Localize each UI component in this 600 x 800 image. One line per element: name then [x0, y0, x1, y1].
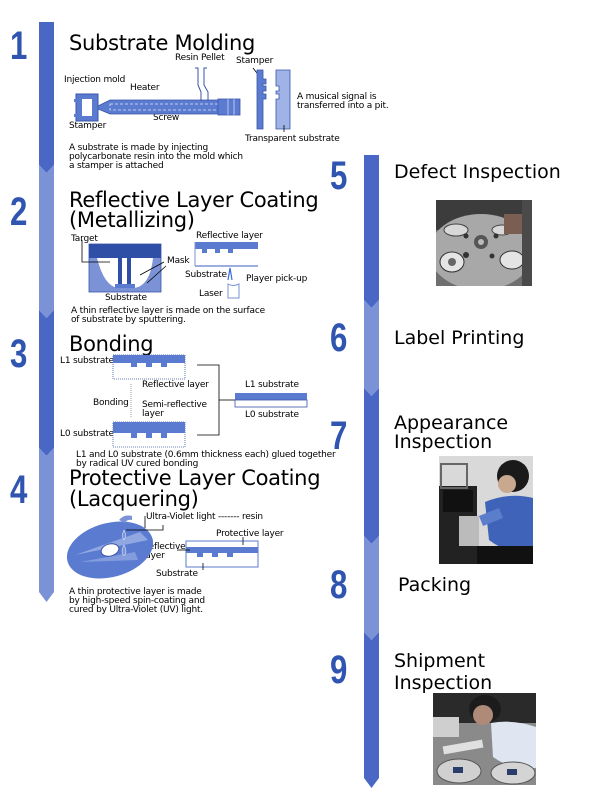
- l1-substrate-shape: [113, 355, 185, 367]
- step-title-9-line1: Shipment: [394, 650, 486, 672]
- step-number-3: 3: [10, 332, 28, 376]
- step-number-7: 7: [330, 414, 348, 458]
- label-reflective-layer: Reflective layer: [196, 231, 263, 241]
- step-4-description-line1: A thin protective layer is made: [69, 587, 202, 597]
- label-protective-layer: Protective layer: [216, 529, 284, 539]
- label-reflective-1: Reflective: [143, 542, 186, 552]
- step-title-4-line1: Protective Layer Coating: [69, 466, 321, 490]
- shipment-inspection-photo: [433, 693, 536, 785]
- label-semi-reflective-2: layer: [142, 409, 164, 419]
- label-l0-substrate-right: L0 substrate: [245, 410, 299, 420]
- step-1-description-line1: A substrate is made by injecting: [69, 143, 209, 153]
- bar-segment-2: [39, 165, 54, 318]
- l0-substrate-shape: [113, 422, 185, 438]
- bar-segment-5: [364, 155, 379, 308]
- label-laser: Laser: [199, 289, 223, 299]
- resin-hopper: [195, 67, 202, 101]
- stamper-shape: [256, 69, 267, 130]
- bar-segment-1: [39, 22, 54, 173]
- step-number-6: 6: [330, 316, 348, 360]
- label-reflective-2: layer: [143, 551, 165, 561]
- step-title-7-line1: Appearance: [394, 412, 509, 434]
- transparent-substrate-shape: [275, 69, 291, 130]
- step-title-2-line1: Reflective Layer Coating: [69, 188, 319, 212]
- step-title-7-line2: Inspection: [394, 431, 493, 453]
- laser-beam-arrows: [227, 267, 233, 281]
- label-substrate-4: Substrate: [156, 569, 198, 579]
- step-4-description-line3: cured by Ultra-Violet (UV) light.: [69, 605, 203, 615]
- label-resin-pellet: Resin Pellet: [175, 53, 225, 63]
- label-heater: Heater: [130, 83, 160, 93]
- step-number-5: 5: [330, 154, 348, 198]
- label-substrate-left: Substrate: [105, 293, 147, 303]
- pickup-shape: [227, 283, 240, 299]
- step-title-9-line2: Inspection: [394, 672, 493, 694]
- resin-drop-1: [122, 529, 126, 541]
- label-signal-line2: transferred into a pit.: [297, 101, 389, 111]
- label-mask: Mask: [167, 256, 190, 266]
- step-title-2-line2: (Metallizing): [69, 208, 195, 232]
- protective-reflective-layer: [186, 547, 258, 557]
- label-semi-reflective-1: Semi-reflective: [142, 400, 207, 410]
- label-uv-light: Ultra-Violet light ------- resin: [146, 512, 263, 522]
- step-number-2: 2: [10, 190, 28, 234]
- label-target: Target: [71, 234, 98, 244]
- resin-drop-2: [121, 544, 127, 557]
- label-player-pickup: Player pick-up: [246, 274, 308, 284]
- step-title-8: Packing: [398, 574, 472, 596]
- label-signal-line1: A musical signal is: [297, 92, 377, 102]
- label-screw: Screw: [153, 113, 180, 123]
- step-title-3: Bonding: [69, 332, 154, 356]
- step-number-4: 4: [10, 468, 28, 512]
- step-title-4-line2: (Lacquering): [69, 487, 199, 511]
- label-l0-substrate: L0 substrate: [60, 429, 114, 439]
- label-stamper-top: Stamper: [236, 56, 274, 66]
- label-bonding: Bonding: [93, 398, 129, 408]
- screw-drive: [217, 98, 241, 116]
- appearance-inspection-photo: [439, 456, 533, 564]
- label-l1-substrate-right: L1 substrate: [245, 380, 299, 390]
- bar-segment-9: [364, 632, 379, 788]
- step-1-description-line2: polycarbonate resin into the mold which: [69, 152, 243, 162]
- label-substrate-right: Substrate: [185, 270, 227, 280]
- step-number-9: 9: [330, 648, 348, 692]
- step-2-description-line2: of substrate by sputtering.: [71, 315, 186, 325]
- target-plate: [89, 244, 161, 258]
- reflective-layer-shape: [195, 242, 258, 253]
- step-title-1: Substrate Molding: [69, 31, 255, 55]
- label-l1-substrate: L1 substrate: [60, 356, 114, 366]
- defect-inspection-photo: [436, 200, 532, 286]
- step-number-1: 1: [10, 24, 28, 68]
- bar-segment-3: [39, 310, 54, 456]
- bonded-disc-l1: [235, 393, 307, 400]
- bar-segment-8: [364, 536, 379, 640]
- step-number-8: 8: [330, 563, 348, 607]
- bonded-disc-l0: [234, 399, 308, 408]
- bar-segment-6: [364, 300, 379, 396]
- step-2-description-line1: A thin reflective layer is made on the s…: [71, 306, 265, 316]
- step-3-description-line1: L1 and L0 substrate (0.6mm thickness eac…: [76, 450, 336, 460]
- step-1-description-line3: a stamper is attached: [69, 161, 164, 171]
- label-injection-mold: Injection mold: [64, 75, 126, 85]
- bar-segment-7: [364, 388, 379, 544]
- resin-nozzle: [119, 515, 132, 523]
- step-title-5: Defect Inspection: [394, 161, 561, 183]
- step-4-description-line2: by high-speed spin-coating and: [69, 596, 205, 606]
- label-transparent-substrate: Transparent substrate: [245, 134, 340, 144]
- step-3-description-line2: by radical UV cured bonding: [76, 459, 199, 469]
- step-title-6: Label Printing: [394, 327, 525, 349]
- bar-segment-4: [39, 448, 54, 602]
- label-reflective-layer-3: Reflective layer: [142, 380, 209, 390]
- label-stamper-bottom: Stamper: [69, 121, 107, 131]
